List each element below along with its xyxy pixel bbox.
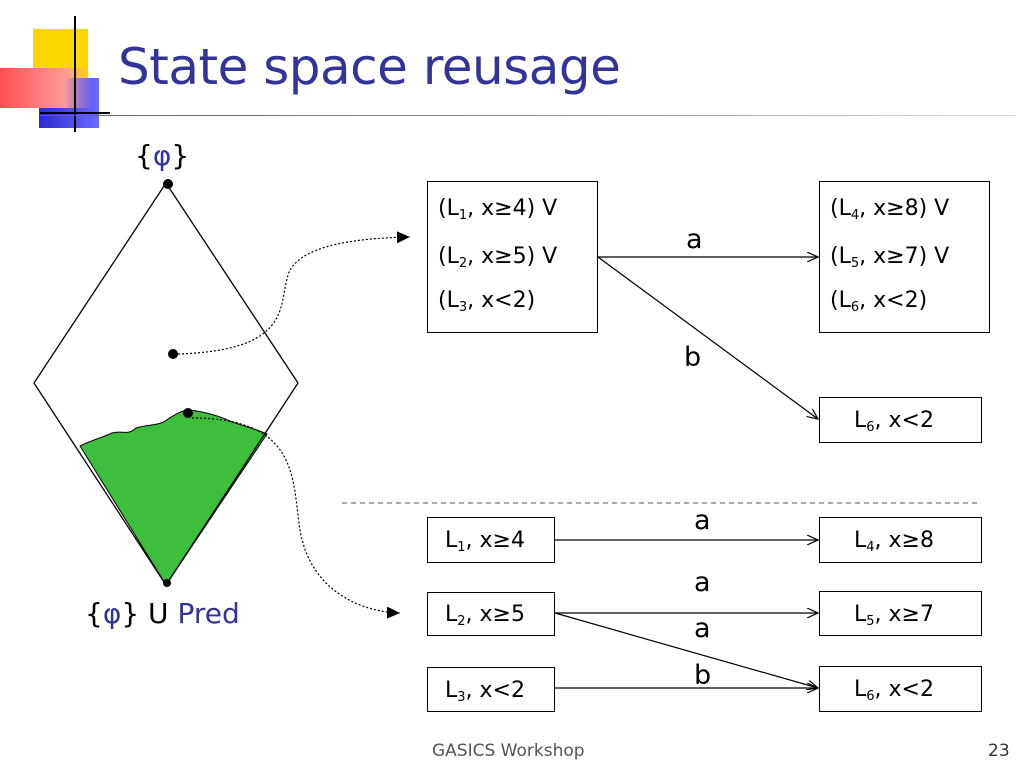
top-state-label: {φ} (135, 139, 189, 172)
top-dot (163, 179, 173, 189)
bottom-state-label: {φ} U Pred (85, 597, 240, 630)
phi-symbol: φ (102, 597, 122, 630)
lower-edge-2-6 (554, 612, 818, 688)
phi-symbol: φ (152, 139, 172, 172)
upper-target-line-1: (L4, x≥8) V (830, 196, 950, 223)
lower-edge-label-b: b (694, 660, 712, 691)
slide-title: State space reusage (118, 38, 621, 96)
upper-source-line-2: (L2, x≥5) V (438, 244, 558, 271)
upper-edge-b (597, 256, 818, 419)
lower-box-l1: L1, x≥4 (427, 517, 555, 563)
deco-horizontal-line (40, 112, 110, 114)
lower-box-l4: L4, x≥8 (819, 517, 982, 563)
lower-box-l5: L5, x≥7 (819, 591, 982, 636)
lower-box-l2: L2, x≥5 (427, 592, 555, 636)
middle-dot (168, 349, 178, 359)
upper-target-line-2: (L5, x≥7) V (830, 244, 950, 271)
union-symbol: U (139, 597, 178, 630)
upper-edge-label-b: b (684, 342, 702, 373)
pred-region (79, 409, 268, 586)
deco-red-bar (0, 68, 92, 108)
upper-source-line-3: (L3, x<2) (438, 288, 536, 315)
brace-close: } (171, 139, 190, 172)
upper-target-b-line: L6, x<2 (854, 408, 934, 435)
footer-text: GASICS Workshop (432, 741, 585, 761)
upper-edge-label-a: a (686, 224, 703, 255)
lower-edge-label-a3: a (694, 613, 711, 644)
lower-box-l6: L6, x<2 (819, 666, 982, 712)
upper-target-box-a: (L4, x≥8) V (L5, x≥7) V (L6, x<2) (819, 181, 990, 333)
upper-source-line-1: (L1, x≥4) V (438, 196, 558, 223)
page-number: 23 (988, 741, 1010, 761)
upper-target-line-3: (L6, x<2) (830, 288, 928, 315)
title-underline (40, 115, 1016, 116)
dotted-arrow-lower (191, 417, 401, 619)
brace-open: { (85, 597, 103, 630)
pred-label: Pred (177, 597, 240, 630)
lower-box-l3: L3, x<2 (427, 667, 555, 712)
pred-dot (183, 408, 193, 418)
upper-target-box-b: L6, x<2 (819, 397, 982, 443)
brace-close: } (121, 597, 140, 630)
deco-vertical-line (74, 16, 76, 132)
dotted-arrow-upper (177, 231, 411, 355)
lower-edge-label-a1: a (694, 505, 711, 536)
upper-source-box: (L1, x≥4) V (L2, x≥5) V (L3, x<2) (427, 181, 598, 333)
lower-edge-label-a2: a (694, 567, 711, 598)
bottom-dot (163, 579, 171, 587)
brace-open: { (135, 139, 153, 172)
